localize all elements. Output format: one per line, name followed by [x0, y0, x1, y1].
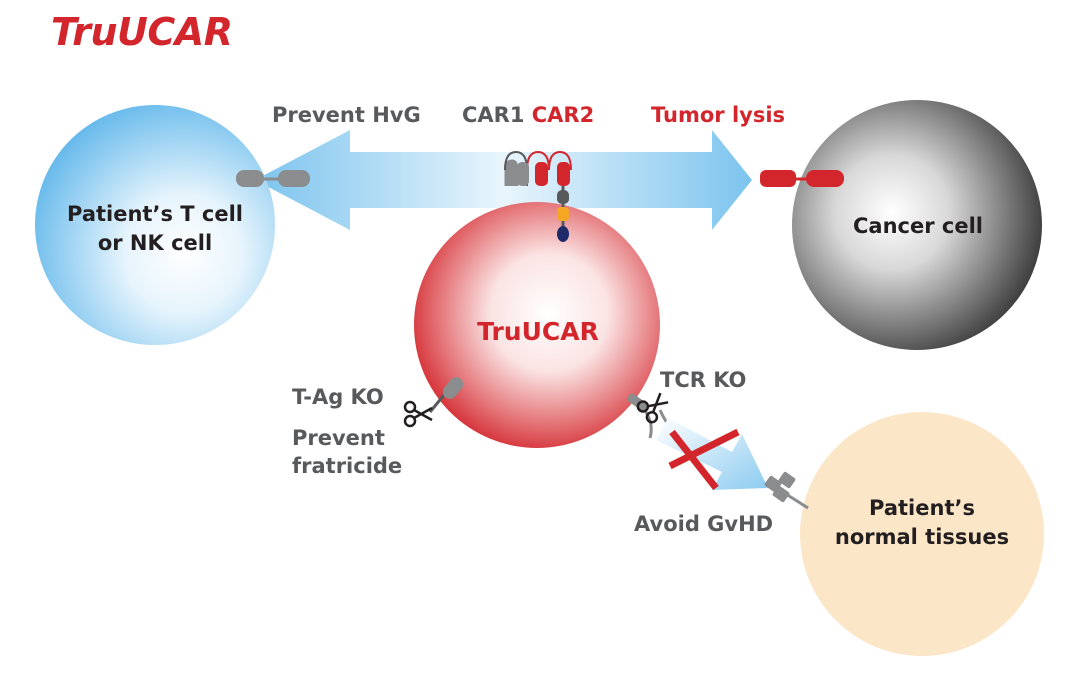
- normal-tissues-line2: normal tissues: [834, 525, 1010, 549]
- page-title: TruUCAR: [51, 10, 233, 54]
- patient-t-cell: [35, 105, 275, 345]
- t-cell-label: Patient’s T cell or NK cell: [55, 200, 255, 258]
- car-receptor-icon: [504, 150, 572, 242]
- truucar-cell-label: TruUCAR: [477, 317, 599, 346]
- truucar-cell: [414, 202, 660, 448]
- scissors-icon: [403, 400, 433, 428]
- gvhd-arrow: [656, 418, 768, 490]
- car2-label: CAR2: [531, 103, 595, 127]
- car-label: CAR1 CAR2: [462, 103, 594, 127]
- prevent-hvg-label: Prevent HvG: [272, 103, 421, 127]
- car1-label: CAR1: [462, 103, 525, 127]
- prevent-fratricide-label: Prevent fratricide: [292, 426, 403, 478]
- cancer-cell: [792, 100, 1042, 350]
- tumor-lysis-label: Tumor lysis: [651, 103, 786, 127]
- cross-icon: [668, 428, 740, 491]
- scissors-icon: [636, 392, 669, 424]
- normal-tissues-line1: Patient’s: [869, 496, 975, 520]
- avoid-gvhd-label: Avoid GvHD: [634, 512, 774, 536]
- t-cell-label-line2: or NK cell: [97, 231, 213, 255]
- normal-tissues-label: Patient’s normal tissues: [822, 494, 1022, 552]
- normal-tissue-cell: [800, 412, 1044, 656]
- t-cell-label-line1: Patient’s T cell: [67, 202, 243, 226]
- t-ag-ko-label: T-Ag KO: [292, 385, 384, 409]
- tissue-antigen-icon: [764, 471, 809, 510]
- tcr-ko-label: TCR KO: [660, 368, 747, 392]
- cancer-antigen-icon: [760, 170, 844, 187]
- cancer-cell-label: Cancer cell: [853, 214, 983, 238]
- t-cell-antigen-icon: [236, 170, 310, 187]
- bidirectional-arrow: [255, 130, 752, 230]
